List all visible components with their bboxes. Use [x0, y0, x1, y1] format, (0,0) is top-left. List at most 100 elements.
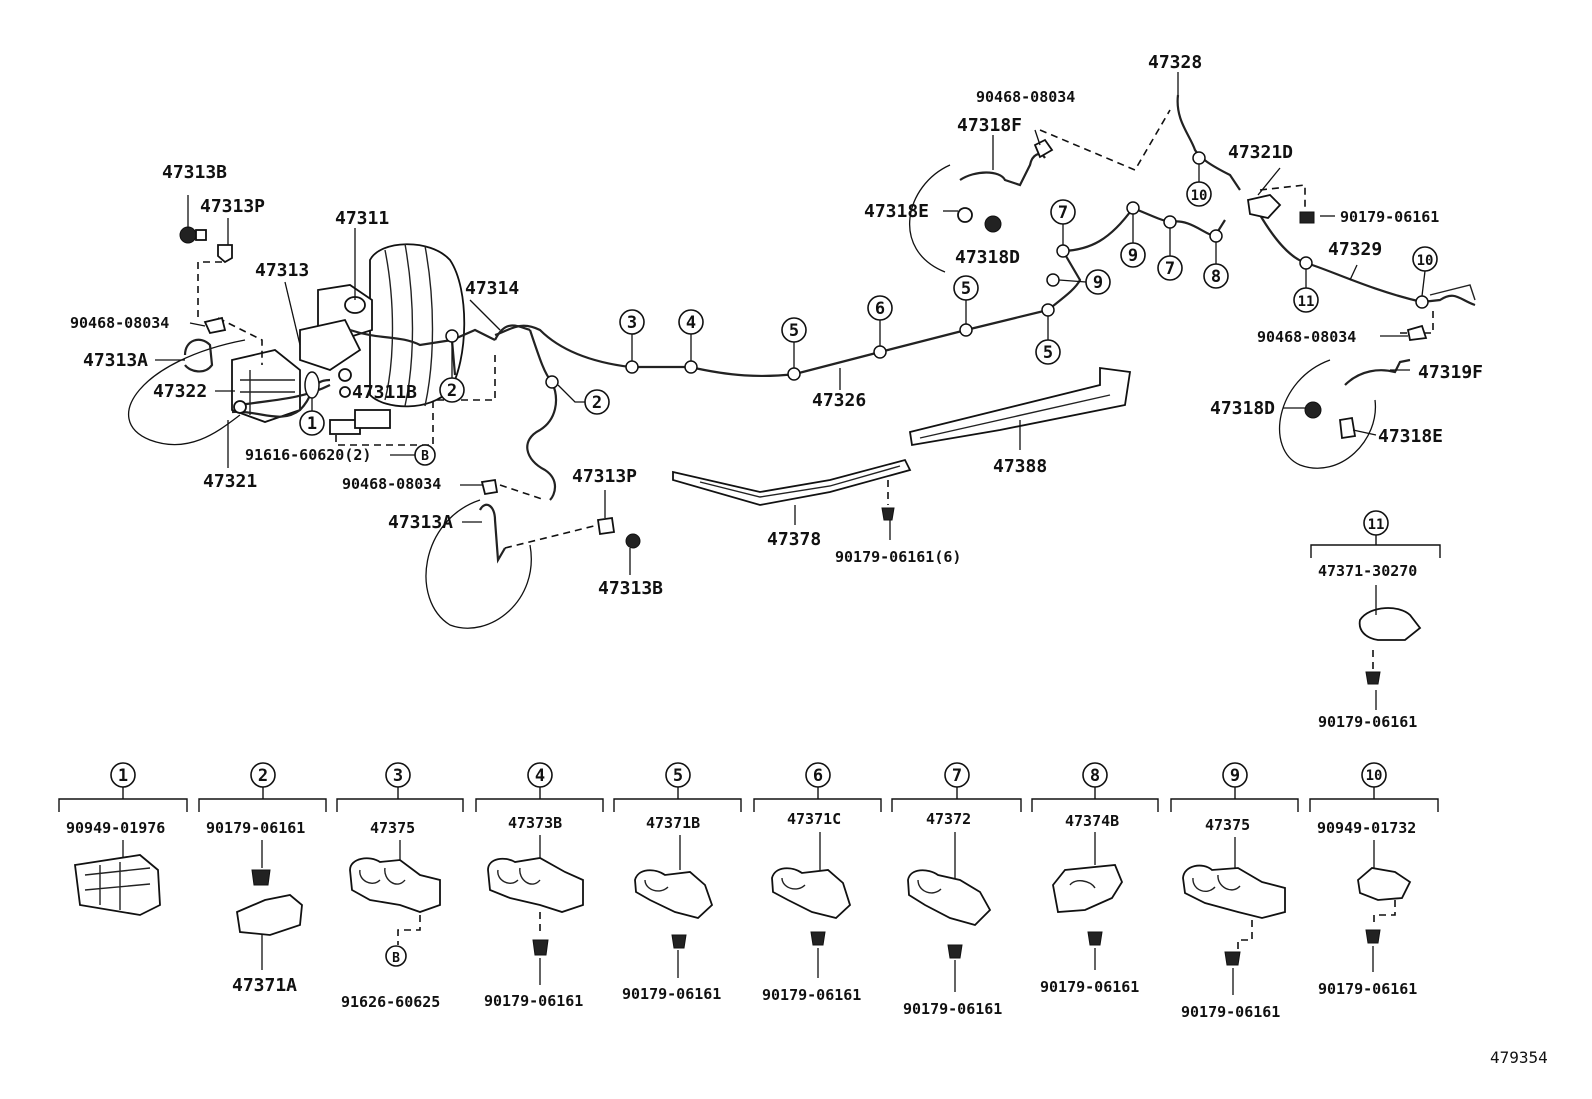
detail-10-number: 10	[1366, 768, 1383, 784]
callout-7-b: 7	[1165, 259, 1175, 279]
brake-tube-47314-branch	[526, 329, 558, 501]
label-47318D-b: 47318D	[1210, 398, 1275, 419]
callout-8: 8	[1211, 267, 1221, 287]
label-47313A-a: 47313A	[83, 350, 148, 371]
label-47328: 47328	[1148, 52, 1202, 73]
detail-10-bottom: 90179-06161	[1318, 980, 1417, 998]
label-47313B-a: 47313B	[162, 162, 227, 183]
detail-group-9: 9 47375 90179-06161	[1170, 762, 1299, 1021]
detail-group-10: 10 90949-01732 90179-06161	[1309, 762, 1439, 998]
detail-5-top: 47371B	[646, 814, 700, 832]
callout-1: 1	[307, 414, 317, 434]
label-47313B-b: 47313B	[598, 578, 663, 599]
label-47318E-b: 47318E	[1378, 426, 1443, 447]
callout-B-a: B	[421, 449, 429, 464]
detail-8-top: 47374B	[1065, 812, 1119, 830]
detail-2-top: 90179-06161	[206, 819, 305, 837]
hose-group-ellipse-lh-lower	[425, 499, 532, 629]
callout-10-b: 10	[1417, 253, 1434, 269]
callout-9-a: 9	[1093, 273, 1103, 293]
label-47326: 47326	[812, 390, 866, 411]
detail-5-number: 5	[673, 766, 683, 786]
label-47318F: 47318F	[957, 115, 1022, 136]
label-47371-30270: 47371-30270	[1318, 562, 1417, 580]
callout-6: 6	[875, 299, 885, 319]
label-47329: 47329	[1328, 239, 1382, 260]
callout-11-a: 11	[1298, 294, 1315, 310]
label-90468-08034-b: 90468-08034	[342, 475, 441, 493]
detail-3-top: 47375	[370, 819, 415, 837]
detail-7-top: 47372	[926, 810, 971, 828]
callout-2-a: 2	[447, 381, 457, 401]
label-90468-08034-d: 90468-08034	[1257, 328, 1356, 346]
tube-protector-47378	[672, 458, 912, 506]
hose-group-ellipse-rh	[909, 164, 951, 273]
detail-11: 11	[1310, 510, 1441, 558]
detail-7-number: 7	[952, 766, 962, 786]
figure-number: 479354	[1490, 1048, 1548, 1067]
detail-9-top: 47375	[1205, 816, 1250, 834]
detail-1-top: 90949-01976	[66, 819, 165, 837]
detail-group-5: 5 47371B 90179-06161	[613, 762, 742, 1003]
fittings-left	[179, 226, 641, 564]
callout-5-b: 5	[961, 279, 971, 299]
main-labels: 47313B 47313P 47311 47313 47314 90468-08…	[70, 52, 1483, 731]
callout-10-a: 10	[1191, 188, 1208, 204]
label-47313P-a: 47313P	[200, 196, 265, 217]
label-47321: 47321	[203, 471, 257, 492]
detail-groups: 1 90949-01976 2 90179-06161 47371A 3 473…	[58, 762, 1439, 1021]
label-47322: 47322	[153, 381, 207, 402]
hose-group-ellipse-rr	[1278, 359, 1376, 469]
detail-5-bottom: 90179-06161	[622, 985, 721, 1003]
detail-group-2: 2 90179-06161 47371A	[198, 762, 327, 996]
detail-group-6: 6 47371C 90179-06161	[753, 762, 882, 1004]
detail-6-bottom: 90179-06161	[762, 986, 861, 1004]
detail-group-4: 4 47373B 90179-06161	[475, 762, 604, 1010]
detail-3-number: 3	[393, 766, 403, 786]
detail-4-bottom: 90179-06161	[484, 992, 583, 1010]
detail-9-number: 9	[1230, 766, 1240, 786]
detail-8-bottom: 90179-06161	[1040, 978, 1139, 996]
detail-10-top: 90949-01732	[1317, 819, 1416, 837]
detail-3-B: B	[392, 951, 400, 966]
label-47311B: 47311B	[352, 382, 417, 403]
brake-tube-47328	[1176, 94, 1241, 191]
tube-clip-nodes	[304, 151, 1429, 399]
detail-6-number: 6	[813, 766, 823, 786]
label-47313A-b: 47313A	[388, 512, 453, 533]
detail-2-number: 2	[258, 766, 268, 786]
detail-4-number: 4	[535, 766, 545, 786]
callout-5-c: 5	[1043, 343, 1053, 363]
callout-7-a: 7	[1058, 203, 1068, 223]
label-47321D: 47321D	[1228, 142, 1293, 163]
brake-tube-47326	[494, 308, 1049, 378]
detail-group-8: 8 47374B 90179-06161	[1031, 762, 1159, 996]
detail-11-number: 11	[1368, 517, 1385, 533]
label-90468-08034-c: 90468-08034	[976, 88, 1075, 106]
label-47311: 47311	[335, 208, 389, 229]
label-47388: 47388	[993, 456, 1047, 477]
label-90179-06161-a: 90179-06161	[1340, 208, 1439, 226]
label-47313: 47313	[255, 260, 309, 281]
detail-group-7: 7 47372 90179-06161	[891, 762, 1022, 1018]
detail-2-bottom: 47371A	[232, 975, 297, 996]
label-47318D-a: 47318D	[955, 247, 1020, 268]
callout-2-b: 2	[592, 393, 602, 413]
bolt-90179-center	[881, 507, 895, 521]
callout-4: 4	[686, 313, 696, 333]
callout-3: 3	[627, 313, 637, 333]
label-47318E-a: 47318E	[864, 201, 929, 222]
label-90179-06161-6: 90179-06161(6)	[835, 548, 961, 566]
brake-tube-47329	[1259, 214, 1476, 307]
label-91616-60620: 91616-60620(2)	[245, 446, 371, 464]
detail-group-3: 3 47375 B 91626-60625	[336, 762, 464, 1011]
hose-group-ellipse-lh	[128, 339, 246, 446]
label-90468-08034-a: 90468-08034	[70, 314, 169, 332]
label-47319F: 47319F	[1418, 362, 1483, 383]
callout-9-b: 9	[1128, 246, 1138, 266]
callout-circles-main	[299, 164, 1438, 466]
detail-4-top: 47373B	[508, 814, 562, 832]
detail-1-number: 1	[118, 766, 128, 786]
brake-booster-assembly	[299, 243, 466, 408]
